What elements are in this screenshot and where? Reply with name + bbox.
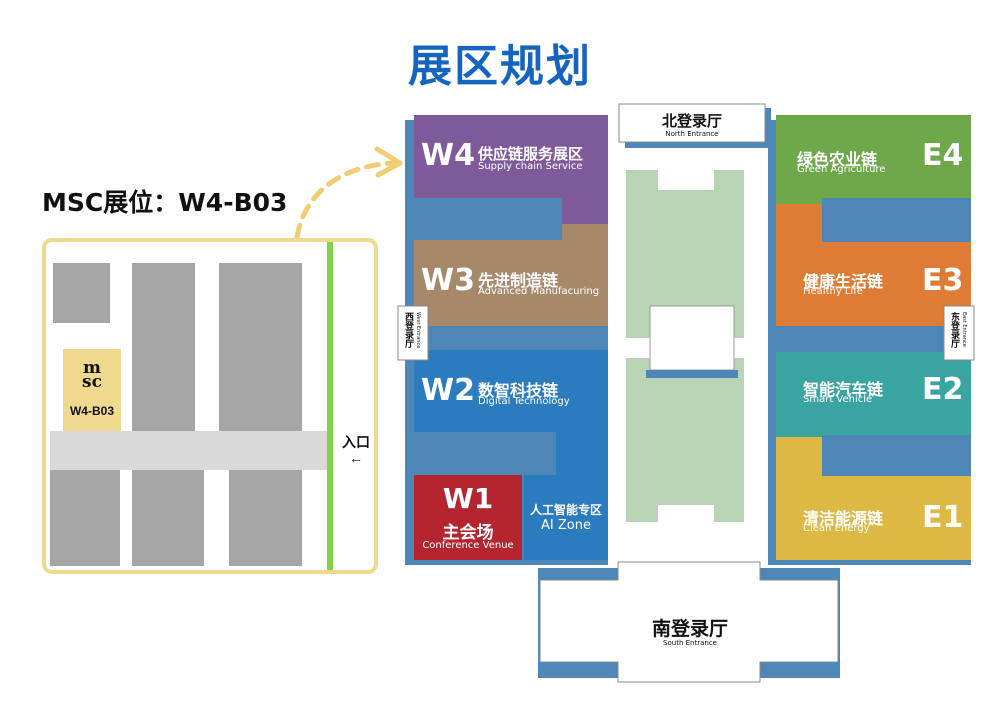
- zone-w4-en: Supply chain Service: [478, 161, 583, 172]
- corridor-notch: [658, 170, 714, 190]
- center-pavilion: [649, 305, 735, 371]
- zone-w4-name: 供应链服务展区: [478, 145, 584, 163]
- zone-e1-name: 清洁能源链: [803, 509, 884, 528]
- zone-e2-code[interactable]: E2: [922, 372, 964, 407]
- zone-w3-name: 先进制造链: [478, 271, 559, 290]
- zone-w1-name: 主会场: [442, 523, 494, 543]
- zone-e3-code[interactable]: E3: [922, 263, 964, 298]
- entrance-arrow-icon: ←: [349, 450, 363, 466]
- west-hall-box: [397, 305, 429, 361]
- booth-label: MSC展位：W4-B03: [42, 188, 288, 217]
- zone-w2-code[interactable]: W2: [421, 373, 475, 408]
- west-hall-en: West Entrance: [415, 312, 421, 349]
- inset-aisle: [50, 431, 328, 470]
- inset-block: [53, 263, 110, 323]
- east-hall-box: [943, 305, 975, 361]
- inset-block: [219, 263, 302, 431]
- msc-logo-top: m: [83, 358, 101, 378]
- zone-w2-en: Digital Technology: [478, 396, 570, 407]
- booth-inset-map: m sc W4-B03 入口 ←: [42, 238, 378, 574]
- zone-e1-en: Clean Energy: [803, 523, 870, 534]
- zone-w3-code[interactable]: W3: [421, 263, 475, 298]
- north-hall-en: North Entrance: [665, 130, 719, 138]
- east-hall-en: East Entrance: [961, 312, 967, 347]
- south-hall: [539, 561, 839, 683]
- msc-logo-bottom: sc: [82, 372, 102, 392]
- zone-e2-name: 智能汽车链: [803, 380, 884, 399]
- north-hall: [618, 103, 766, 143]
- booth-code: W4-B03: [69, 404, 114, 418]
- zone-e3-en: Healthy Life: [803, 286, 863, 297]
- inset-block: [229, 470, 302, 566]
- zone-e1-code[interactable]: E1: [922, 500, 964, 535]
- zone-w3-shape: [414, 224, 608, 326]
- zone-w2-name: 数智科技链: [478, 381, 559, 400]
- zone-w4-code[interactable]: W4: [421, 138, 475, 173]
- zone-e4-name: 绿色农业链: [797, 150, 878, 169]
- zone-w4-shape: [414, 115, 608, 224]
- msc-booth[interactable]: m sc W4-B03: [63, 349, 121, 431]
- zone-e4-en: Green Agriculture: [797, 164, 886, 175]
- zone-w1-en: Conference Venue: [422, 540, 514, 551]
- zone-e3-shape: [776, 204, 971, 326]
- zone-e4-shape: [776, 115, 971, 222]
- zone-w1-shape: [414, 475, 522, 560]
- zone-e3-name: 健康生活链: [803, 272, 884, 291]
- zone-w3-en: Advanced Manufacuring: [478, 286, 600, 297]
- zone-e1-shape: [776, 437, 971, 560]
- inset-block: [132, 263, 195, 431]
- page-title: 展区规划: [408, 41, 592, 92]
- center-pavilion-shadow: [646, 370, 738, 378]
- msc-logo: m sc: [63, 358, 121, 392]
- zone-w2-shape: [414, 350, 608, 460]
- zone-ai-shape: [524, 460, 608, 560]
- zone-ai-name[interactable]: 人工智能专区: [529, 503, 602, 517]
- north-hall-name[interactable]: 北登录厅: [661, 112, 722, 130]
- south-hall-name[interactable]: 南登录厅: [651, 618, 728, 640]
- zone-e4-code[interactable]: E4: [922, 138, 964, 173]
- inset-block: [50, 470, 120, 566]
- zone-e2-shape: [776, 352, 971, 458]
- zone-ai-en: AI Zone: [541, 518, 591, 533]
- corridor-notch: [658, 505, 714, 522]
- west-hall-name[interactable]: 西登录厅: [403, 312, 413, 348]
- inset-green-line: [327, 242, 333, 570]
- zone-w1-code[interactable]: W1: [442, 482, 494, 515]
- south-hall-en: South Entrance: [663, 639, 717, 647]
- zone-e2-en: Smart Vehicle: [803, 394, 873, 405]
- inset-block: [132, 470, 204, 566]
- east-hall-name[interactable]: 东登录厅: [949, 312, 959, 348]
- pointer-arrow: [294, 146, 403, 240]
- entrance-label: 入口: [342, 435, 370, 451]
